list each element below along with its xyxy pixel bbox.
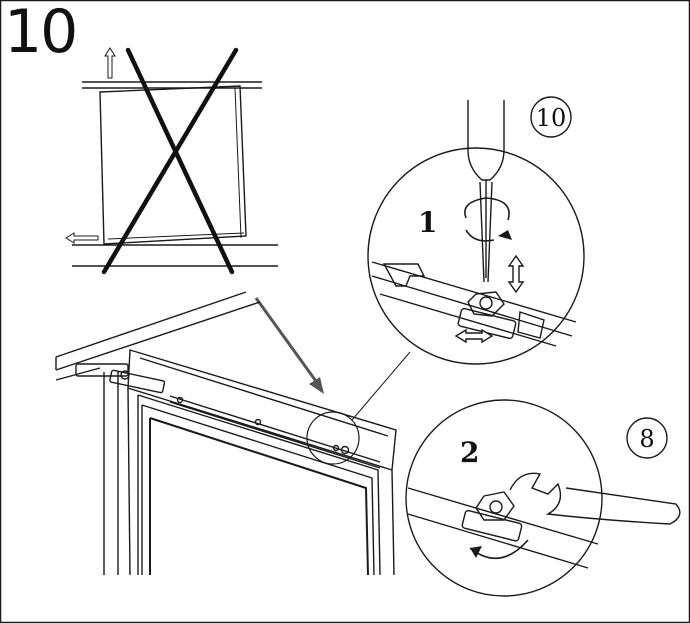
- tool-size-8: 8: [639, 425, 654, 453]
- wrong-cross-icon: [101, 47, 239, 275]
- tool-size-10: 10: [536, 104, 567, 132]
- incorrect-alignment-illustration: [65, 47, 278, 267]
- detail-1-step-label: 1: [418, 206, 437, 239]
- detail-connector-lines: [351, 351, 411, 421]
- tool-size-badge-10: 10: [530, 96, 572, 138]
- step-number: 10: [4, 0, 78, 67]
- pointer-arrow: [254, 297, 324, 394]
- detail-circle-screwdriver: [367, 100, 585, 365]
- detail-2-step-label: 2: [460, 436, 479, 469]
- detail-circle-wrench: [405, 399, 681, 597]
- tool-size-badge-8: 8: [626, 417, 668, 459]
- cabinet-door-illustration: [55, 291, 397, 576]
